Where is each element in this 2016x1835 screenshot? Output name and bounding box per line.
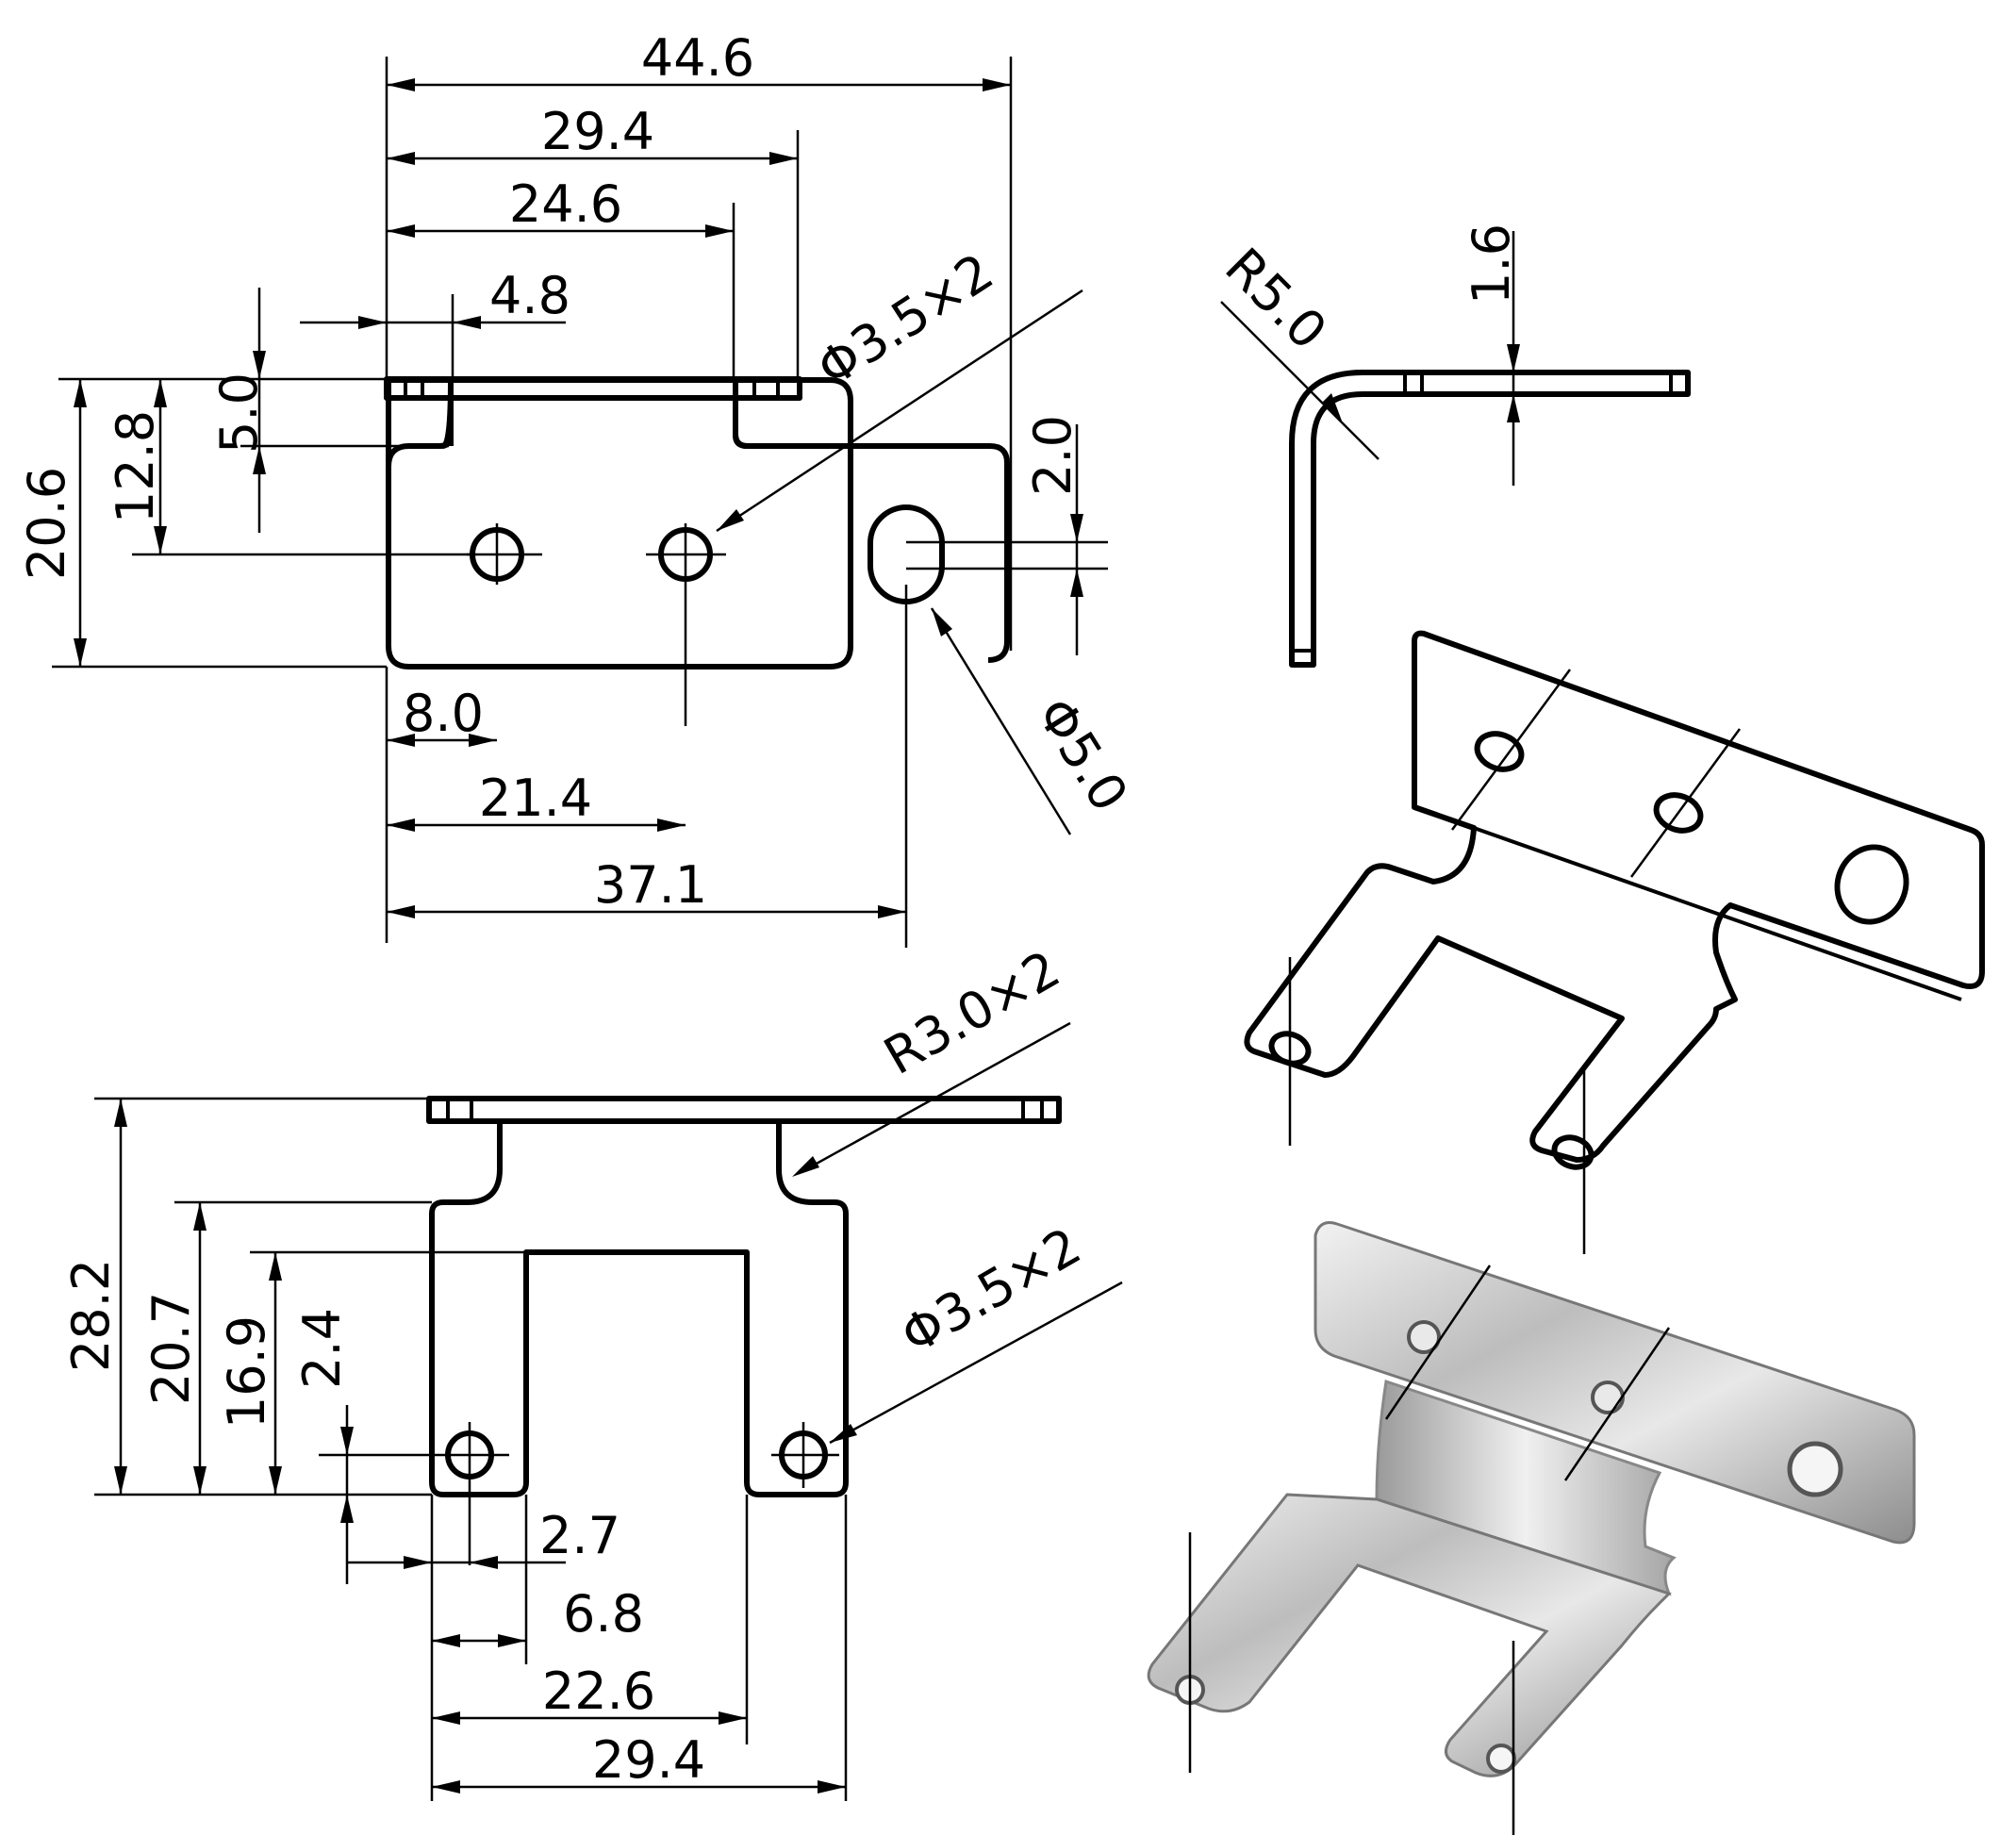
dim-front-leg-width: 6.8 [563,1584,644,1644]
dim-front-height-overall: 28.2 [61,1259,121,1372]
render-legs [1147,1493,1672,1777]
callout-bend-radius-front: R3.0×2 [874,939,1069,1086]
top-view-holes [467,504,1108,948]
front-view-dimensions: R3.0×2 Φ3.5×2 28.2 20.7 16.9 [61,939,1123,1801]
isometric-render-view [1147,1221,1916,1835]
top-view: 44.6 29.4 24.6 4.8 5.0 [17,28,1139,948]
dim-hole1-x: 8.0 [403,684,484,743]
front-view-outline [426,1096,1062,1565]
dim-front-hole-x: 2.7 [539,1506,620,1565]
front-view: R3.0×2 Φ3.5×2 28.2 20.7 16.9 [61,939,1123,1801]
dim-tab-outer: 29.4 [541,102,654,161]
dim-hole2-x: 21.4 [479,769,592,828]
callout-hole-diameter-front: Φ3.5×2 [891,1216,1091,1366]
side-view: 1.6 R5.0 [1214,223,1691,668]
top-view-dimensions: 44.6 29.4 24.6 4.8 5.0 [17,28,1139,943]
dim-front-height-slot: 16.9 [217,1315,276,1429]
dim-slot-x: 37.1 [594,855,707,915]
dim-front-slot-right: 22.6 [542,1661,655,1721]
render-bend [1375,1380,1677,1596]
dim-tab-height: 5.0 [209,372,269,454]
callout-slot-diameter: Φ5.0 [1025,687,1139,821]
side-view-dimensions: 1.6 R5.0 [1214,223,1521,486]
dim-tab-left: 4.8 [489,266,570,325]
dim-hole-height: 12.8 [106,410,165,523]
dim-width-overall: 44.6 [641,28,754,88]
isometric-line-view [1244,630,1985,1254]
dim-thickness: 1.6 [1462,223,1521,305]
dim-front-height-shoulder: 20.7 [141,1292,201,1405]
callout-hole-diameter: Φ3.5×2 [807,241,1004,398]
dim-front-hole-height: 2.4 [292,1308,352,1389]
callout-bend-radius: R5.0 [1214,237,1338,361]
dim-front-width-overall: 29.4 [592,1730,705,1790]
top-view-outline [384,376,1010,670]
dim-tab-inner: 24.6 [509,174,622,234]
dim-slot-offset: 2.0 [1023,415,1082,496]
dim-height-overall: 20.6 [17,467,76,580]
